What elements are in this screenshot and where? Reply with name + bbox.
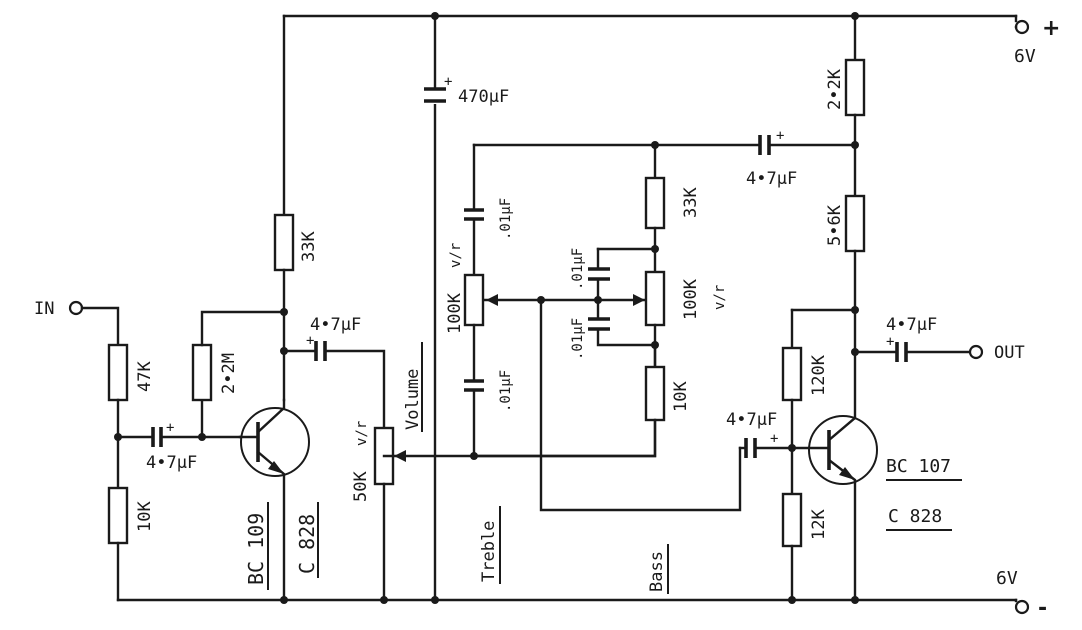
supply-positive-label: 6V (1014, 46, 1036, 67)
transistor-q1: 33K BC 109 C 828 (238, 213, 319, 602)
label-volume-pot: 50K (351, 471, 371, 502)
positive-terminal (1014, 19, 1030, 35)
resistor-33k-collector (273, 213, 295, 272)
treble-pot (463, 273, 485, 327)
label-bass-bot-cap: .01µF (570, 318, 586, 360)
resistor-120k (781, 346, 803, 402)
output-terminal (968, 344, 984, 360)
q1-alt-label: C 828 (295, 514, 319, 574)
resistor-2m2 (191, 343, 213, 402)
label-c-fb: 4•7µF (746, 169, 797, 189)
label-c470: 470µF (458, 87, 509, 107)
label-bass-top-cap: .01µF (570, 248, 586, 290)
resistor-33k-tone (644, 176, 666, 230)
label-5k6: 5•6K (825, 204, 845, 246)
resistor-47k (107, 343, 129, 402)
label-2m2: 2•2M (219, 353, 239, 394)
label-c-q2: 4•7µF (726, 410, 777, 430)
label-2k2: 2•2K (825, 68, 845, 110)
resistor-12k (781, 492, 803, 548)
label-33k-tone: 33K (681, 187, 701, 218)
polarity-c-out: + (886, 334, 894, 350)
volume-label: Volume (403, 369, 423, 430)
resistor-5k6 (844, 194, 866, 253)
label-c-out: 4•7µF (886, 315, 937, 335)
q1-type-label: BC 109 (244, 513, 268, 585)
polarity-c-q2: + (770, 431, 778, 447)
label-120k: 120K (809, 354, 829, 396)
q2-body (808, 415, 878, 485)
input-label: IN (34, 299, 54, 319)
q1-body (240, 407, 310, 477)
output-label: OUT (994, 343, 1025, 363)
supply-negative-label: 6V (996, 568, 1018, 589)
junctions (280, 12, 859, 604)
label-47k: 47K (135, 361, 155, 392)
polarity-c470: + (444, 74, 452, 90)
label-treble-pot: 100K (445, 292, 465, 334)
resistor-2k2 (844, 58, 866, 117)
negative-terminal (1014, 599, 1030, 615)
label-c-q1: 4•7µF (310, 315, 361, 335)
resistor-10k-tone (644, 365, 666, 422)
label-10k-input: 10K (135, 501, 155, 532)
label-bass-log: v/r (712, 285, 728, 310)
label-treble-top-cap: .01µF (498, 198, 514, 240)
polarity-c-fb: + (776, 128, 784, 144)
supply-rails: + - 6V 6V (116, 14, 1060, 621)
label-10k-tone: 10K (671, 381, 691, 412)
label-treble-bot-cap: .01µF (498, 370, 514, 412)
decoupling-cap: + 470µF (424, 74, 509, 107)
resistor-10k-input (107, 486, 129, 545)
input-terminal (68, 300, 84, 316)
bass-network: .01µF .01µF 33K 100K v/r 10K Bass (472, 141, 728, 594)
label-c-in: 4•7µF (146, 453, 197, 473)
label-volume-log: v/r (354, 421, 370, 446)
treble-label: Treble (479, 521, 499, 582)
bass-label: Bass (647, 551, 667, 592)
label-treble-log: v/r (448, 243, 464, 268)
plus-sign: + (1042, 16, 1060, 41)
polarity-c-in: + (166, 420, 174, 436)
label-bass-pot: 100K (681, 278, 701, 320)
q2-type-label: BC 107 (886, 456, 951, 477)
input-stage: IN 47K 10K 2•2M + 4•7µF (34, 299, 286, 602)
minus-sign: - (1038, 596, 1047, 621)
bass-pot (644, 270, 666, 327)
volume-section: + 4•7µF 50K v/r Volume (282, 315, 657, 602)
q2-alt-label: C 828 (888, 506, 942, 527)
output-stage: 2•2K 5•6K 120K 12K + 4•7µF + 4•7µF + 4•7… (726, 58, 1025, 604)
label-12k: 12K (809, 509, 829, 540)
polarity-c-q1: + (306, 333, 314, 349)
treble-network: .01µF .01µF 100K v/r Treble (445, 143, 762, 584)
label-33k-collector: 33K (299, 231, 319, 262)
